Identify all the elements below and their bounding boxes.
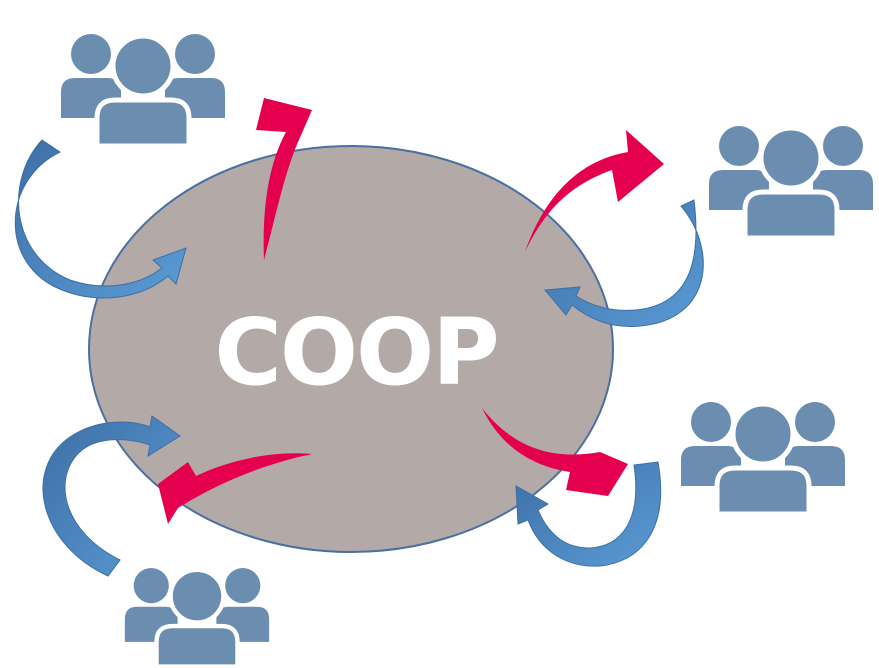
- people-group-icon-top-right: [709, 126, 873, 238]
- inflow-arrow-top-left: [14, 139, 187, 299]
- people-group-icon-right: [681, 402, 845, 514]
- coop-label: COOP: [214, 299, 497, 406]
- outflow-arrow-top-right: [525, 130, 664, 252]
- inflow-arrow-right: [515, 461, 662, 567]
- people-group-icon-bottom: [125, 568, 269, 667]
- inflow-arrow-bottom: [42, 415, 181, 577]
- people-group-icon-top-left: [61, 34, 225, 146]
- coop-ellipse: [88, 145, 614, 553]
- outflow-arrow-top: [256, 98, 312, 260]
- inflow-arrow-top-right: [543, 199, 704, 327]
- outflow-arrow-right: [482, 408, 628, 496]
- outflow-arrow-bottom-left: [158, 453, 312, 524]
